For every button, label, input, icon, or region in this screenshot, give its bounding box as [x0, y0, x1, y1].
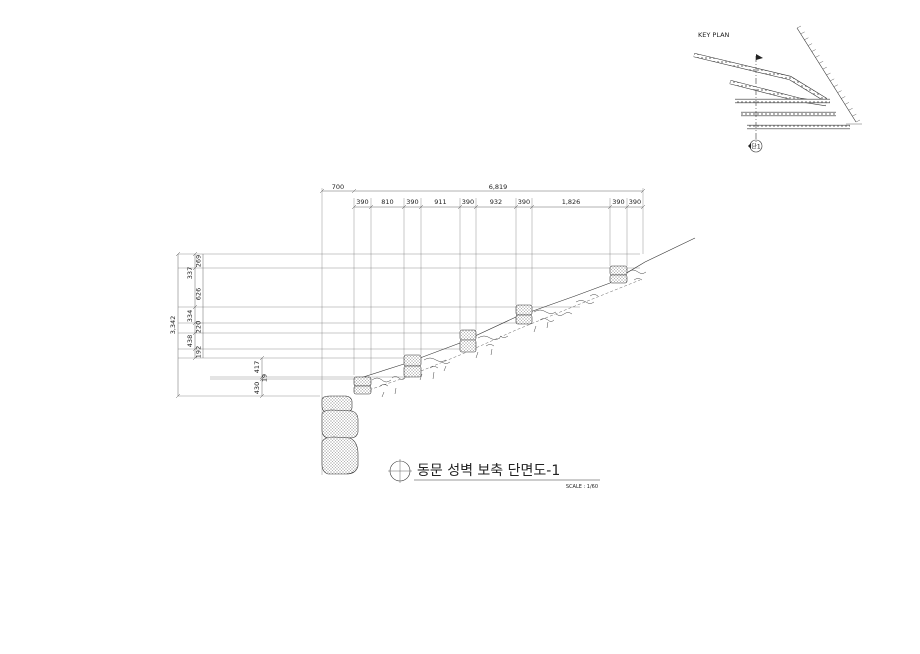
key-plan-label: KEY PLAN: [698, 31, 730, 39]
section-elevation: 700 6,819 390 810 390 911 390 932 390 1,…: [169, 183, 696, 475]
dim-left-334: 334: [186, 310, 194, 322]
level-reference-lines: [178, 253, 640, 397]
dim-seg-3: 390: [406, 198, 418, 206]
dim-seg-9: 390: [612, 198, 624, 206]
stone-step-3b: [459, 339, 477, 353]
dim-top-6819: 6,819: [489, 183, 508, 191]
key-plan-slope-ticks: [796, 25, 861, 123]
stone-step-2b: [403, 365, 422, 378]
dim-seg-7: 390: [518, 198, 530, 206]
drawing-scale: SCALE : 1/60: [566, 484, 598, 490]
dim-inner-19: 19: [261, 374, 269, 382]
left-dimensions: 3,342 337 334 438 269 626 220 192 417 19…: [169, 251, 269, 399]
stone-step-1: [353, 376, 372, 387]
dim-top-700: 700: [332, 183, 344, 191]
stone-step-2: [403, 354, 422, 367]
dim-seg-5: 390: [462, 198, 474, 206]
dim-left-192: 192: [195, 346, 203, 358]
foundation-stone-2: [321, 409, 359, 439]
stone-step-4: [515, 304, 533, 316]
dim-seg-4: 911: [434, 198, 446, 206]
title-block: 동문 성벽 보축 단면도-1 SCALE : 1/60: [388, 459, 600, 490]
wall-stones: [353, 265, 628, 395]
dim-seg-1: 390: [356, 198, 368, 206]
dim-seg-10: 390: [629, 198, 641, 206]
dim-seg-6: 932: [490, 198, 502, 206]
stone-step-3: [459, 329, 477, 341]
dim-left-337: 337: [186, 267, 194, 279]
stone-step-5b: [609, 274, 628, 284]
dim-inner-430: 430: [253, 382, 261, 394]
dim-left-438: 438: [186, 335, 194, 347]
rubble-fill: [371, 269, 647, 398]
foundation-stone-1: [321, 395, 353, 413]
dim-left-220: 220: [195, 321, 203, 333]
key-plan-wall-1: [693, 52, 828, 102]
stone-step-1b: [353, 385, 372, 395]
stone-step-5: [609, 265, 628, 276]
key-plan-section-flag: [756, 54, 763, 60]
key-plan-marker-label: 단1: [751, 143, 761, 151]
backfill-line: [359, 279, 641, 394]
key-plan-section-arrow-icon: [748, 143, 751, 149]
dim-inner-417: 417: [253, 361, 261, 373]
vertical-reference-lines: [321, 188, 644, 475]
dim-seg-2: 810: [381, 198, 393, 206]
key-plan: KEY PLAN 단1: [693, 25, 862, 153]
stone-step-4b: [515, 314, 533, 325]
dim-left-total: 3,342: [169, 316, 177, 335]
foundation-stone-3: [321, 436, 359, 475]
drawing-title: 동문 성벽 보축 단면도-1: [417, 463, 560, 479]
top-dimensions: 700 6,819 390 810 390 911 390 932 390 1,…: [319, 183, 646, 210]
foundation-stones: [321, 395, 359, 475]
dim-seg-8: 1,826: [562, 198, 581, 206]
dim-left-269: 269: [195, 255, 203, 267]
dim-left-626: 626: [195, 288, 203, 300]
